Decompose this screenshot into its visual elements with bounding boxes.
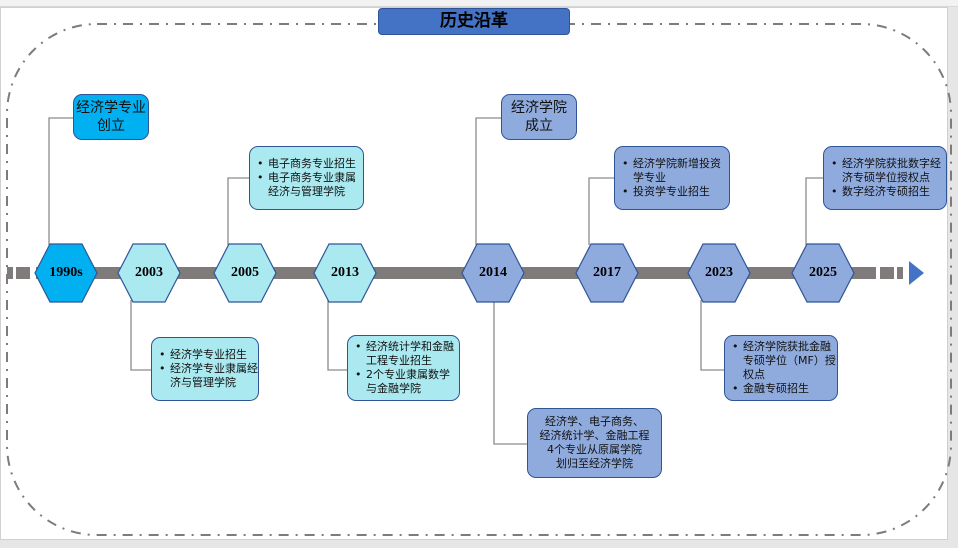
event-box-2003: 经济学专业招生 经济学专业隶属经济与管理学院: [151, 337, 259, 401]
milestone-year: 2023: [705, 265, 733, 280]
event-line: 经济学、电子商务、: [545, 415, 644, 428]
event-item: 2个专业隶属数学与金融学院: [355, 368, 459, 396]
connector-1990s: [48, 117, 75, 245]
milestone-hex-2014: 2014: [461, 243, 525, 303]
event-box-2023: 经济学院获批金融专硕学位（MF）授权点 金融专硕招生: [724, 335, 838, 401]
event-item: 数字经济专硕招生: [831, 185, 946, 199]
hexagon-shape: [313, 243, 377, 303]
hexagon-shape: [213, 243, 277, 303]
axis-dashes-left: [7, 267, 30, 279]
event-line: 成立: [525, 118, 553, 134]
event-item: 经济学专业隶属经济与管理学院: [159, 362, 258, 390]
hexagon-shape: [34, 243, 98, 303]
connector-2003: [130, 300, 152, 371]
connector-2025: [805, 177, 824, 245]
milestone-hex-2013: 2013: [313, 243, 377, 303]
milestone-year: 2003: [135, 265, 163, 280]
hexagon-shape: [117, 243, 181, 303]
event-item: 电子商务专业招生: [257, 157, 363, 171]
milestone-hex-2025: 2025: [791, 243, 855, 303]
event-item: 经济学院新增投资学专业: [622, 157, 729, 185]
milestone-hex-2023: 2023: [687, 243, 751, 303]
event-line: 经济学院: [511, 100, 567, 116]
hexagon-shape: [461, 243, 525, 303]
event-item: 经济学专业招生: [159, 348, 258, 362]
connector-2017: [588, 177, 615, 245]
arrow-head-icon: [909, 261, 924, 285]
event-box-2025: 经济学院获批数字经济专硕学位授权点 数字经济专硕招生: [823, 146, 947, 210]
event-item: 投资学专业招生: [622, 185, 729, 199]
connector-2014a: [475, 117, 502, 245]
event-line: 创立: [97, 118, 125, 134]
connector-2023: [700, 300, 725, 371]
event-item: 电子商务专业隶属经济与管理学院: [257, 171, 363, 199]
connector-2014b: [493, 300, 528, 445]
hexagon-shape: [687, 243, 751, 303]
event-box-2005: 电子商务专业招生 电子商务专业隶属经济与管理学院: [249, 146, 364, 210]
window-top-bar: [0, 0, 958, 7]
event-box-2013: 经济统计学和金融工程专业招生 2个专业隶属数学与金融学院: [347, 335, 460, 401]
axis-dashes-right: [880, 267, 903, 279]
milestone-year: 1990s: [49, 265, 83, 280]
event-box-2014-merger: 经济学、电子商务、 经济统计学、金融工程 4个专业从原属学院 划归至经济学院: [527, 408, 662, 478]
event-item: 金融专硕招生: [732, 382, 837, 396]
milestone-year: 2017: [593, 265, 621, 280]
event-item: 经济学院获批金融专硕学位（MF）授权点: [732, 340, 837, 382]
milestone-year: 2025: [809, 265, 837, 280]
event-line: 划归至经济学院: [556, 457, 633, 470]
event-line: 4个专业从原属学院: [547, 443, 642, 456]
event-box-2014-founding: 经济学院 成立: [501, 94, 577, 140]
connector-2005: [227, 177, 250, 245]
hexagon-shape: [575, 243, 639, 303]
milestone-hex-2005: 2005: [213, 243, 277, 303]
event-item: 经济学院获批数字经济专硕学位授权点: [831, 157, 946, 185]
page-title: 历史沿革: [378, 8, 570, 35]
milestone-year: 2014: [479, 265, 507, 280]
event-line: 经济学专业: [76, 100, 146, 116]
hexagon-shape: [791, 243, 855, 303]
milestone-year: 2013: [331, 265, 359, 280]
milestone-hex-2003: 2003: [117, 243, 181, 303]
event-item: 经济统计学和金融工程专业招生: [355, 340, 459, 368]
milestone-hex-2017: 2017: [575, 243, 639, 303]
milestone-year: 2005: [231, 265, 259, 280]
event-line: 经济统计学、金融工程: [539, 429, 650, 442]
connector-2013: [327, 300, 348, 371]
event-box-1990s: 经济学专业 创立: [73, 94, 149, 140]
milestone-hex-1990s: 1990s: [34, 243, 98, 303]
event-box-2017: 经济学院新增投资学专业 投资学专业招生: [614, 146, 730, 210]
